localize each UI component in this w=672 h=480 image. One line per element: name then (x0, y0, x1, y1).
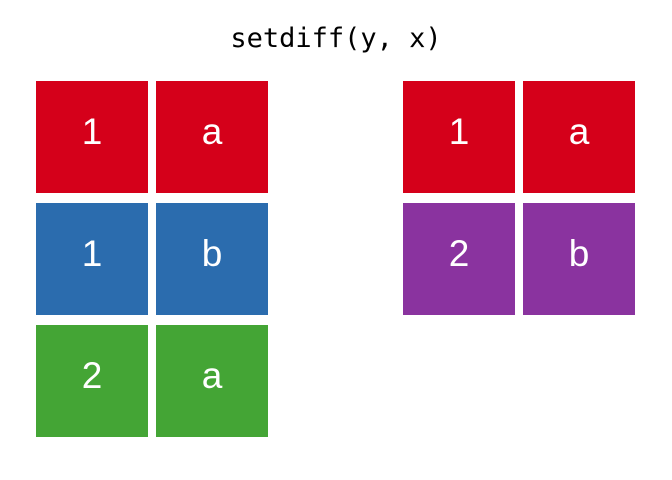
left-table: 1 a 1 b 2 a (36, 81, 268, 437)
table-row: 1 a (403, 81, 635, 193)
cell-value: b (201, 233, 223, 275)
table-cell: 1 (36, 203, 148, 315)
cell-value: 1 (81, 111, 103, 153)
cell-value: 2 (448, 233, 470, 275)
table-cell: b (523, 203, 635, 315)
table-cell: 2 (36, 325, 148, 437)
table-cell: a (156, 325, 268, 437)
figure-title: setdiff(y, x) (230, 23, 442, 54)
table-cell: a (156, 81, 268, 193)
table-row: 1 b (36, 203, 268, 315)
right-table: 1 a 2 b (403, 81, 635, 315)
table-cell: 1 (403, 81, 515, 193)
cell-value: b (568, 233, 590, 275)
cell-value: 2 (81, 355, 103, 397)
table-cell: b (156, 203, 268, 315)
table-cell: 1 (36, 81, 148, 193)
table-row: 2 a (36, 325, 268, 437)
cell-value: 1 (81, 233, 103, 275)
table-row: 2 b (403, 203, 635, 315)
table-cell: a (523, 81, 635, 193)
table-cell: 2 (403, 203, 515, 315)
cell-value: a (568, 111, 590, 153)
cell-value: 1 (448, 111, 470, 153)
table-row: 1 a (36, 81, 268, 193)
cell-value: a (201, 111, 223, 153)
cell-value: a (201, 355, 223, 397)
